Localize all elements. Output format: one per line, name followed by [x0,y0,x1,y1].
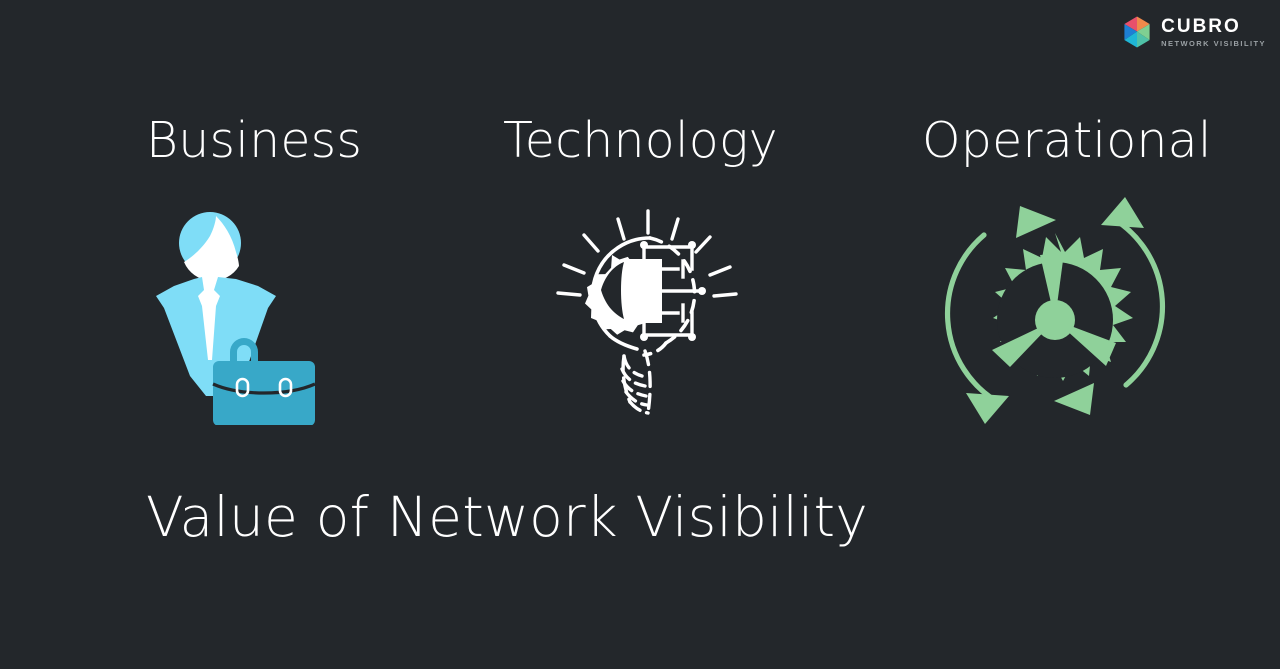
cubro-cube-logo-icon [1124,16,1150,48]
cycle-arc-right [1111,216,1166,388]
briefcase-handle-shape [230,338,258,362]
gear-hub [1035,300,1075,340]
column-heading-operational: Operational [922,112,1212,169]
gear-refresh-cycle-icon [930,193,1180,428]
lightbulb-neck-left [608,334,639,351]
briefcase-strap-line [212,382,316,395]
cycle-arrow-head-bottom [966,393,1009,424]
businessman-with-briefcase-icon [140,200,355,425]
lightbulb-rays [556,209,738,298]
cycle-arrow-head-top-right [1016,206,1056,238]
cycle-arrow-head-top [1101,197,1144,228]
circuit-traces [642,245,702,337]
column-heading-technology: Technology [503,112,778,169]
cubro-logo[interactable]: CUBRO NETWORK VISIBILITY [1122,16,1266,48]
cubro-logo-text: CUBRO NETWORK VISIBILITY [1161,17,1266,48]
lightbulb-glass-dashed [648,236,697,345]
cycle-arc-left [944,232,999,404]
gear-lens-cutout [601,262,624,319]
operational-gear-group [992,233,1133,381]
cycle-arrow-head-bottom-left [1054,383,1094,415]
cubro-logo-tagline: NETWORK VISIBILITY [1161,38,1266,48]
cycle-arrows-group [944,197,1166,424]
briefcase-clasp-left [235,377,250,398]
circuit-nodes [640,241,706,341]
column-heading-business: Business [146,112,363,169]
lightbulb-gear-group [585,255,662,335]
businessman-face-shape [184,216,239,281]
lightbulb-with-gear-circuit-icon [540,193,755,428]
lightbulb-base-left-edge [621,354,632,404]
gear-block-shape [626,259,662,323]
page-title: Value of Network Visibility [146,485,869,549]
lightbulb-base-right-edge [643,349,652,415]
businessman-tie-shape [198,277,220,360]
briefcase-clasp-right [278,377,293,398]
cubro-logo-name: CUBRO [1161,15,1241,37]
